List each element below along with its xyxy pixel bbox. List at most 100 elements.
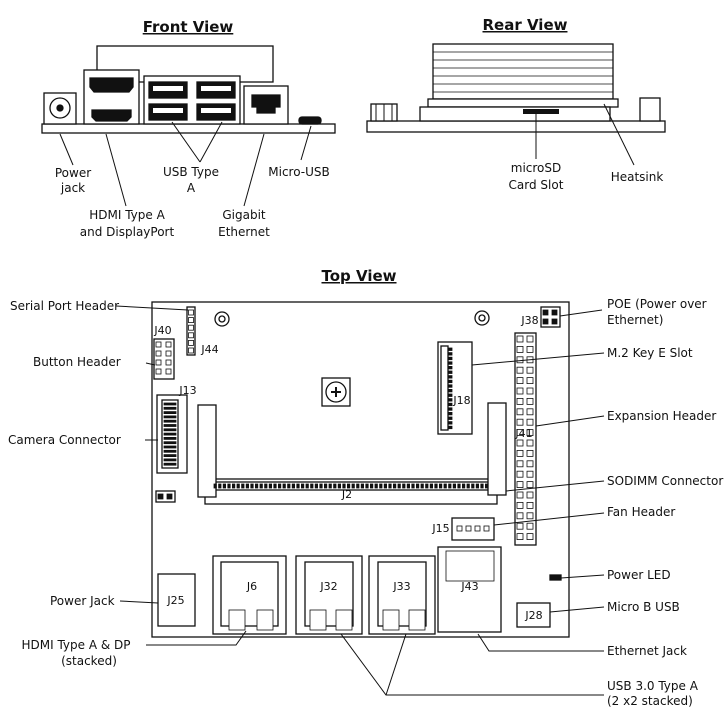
sodimm-contact [241, 483, 245, 489]
rear-labels: microSD Card Slot Heatsink [509, 161, 664, 192]
designator-j41: J41 [514, 427, 532, 440]
expansion-pin [526, 408, 534, 416]
expansion-pin [526, 387, 534, 395]
expansion-pin [516, 418, 524, 426]
expansion-pin [526, 439, 534, 447]
fan-header-pin [483, 525, 490, 532]
expansion-pin [526, 335, 534, 343]
expansion-pin [526, 522, 534, 530]
expansion-pin [516, 377, 524, 385]
m2-contact [447, 416, 453, 420]
expansion-pin [516, 533, 524, 540]
top-view-board [151, 301, 570, 638]
sodimm-contact [448, 483, 452, 489]
sodimm-contact [291, 483, 296, 489]
label-front-hdmi-dp: HDMI Type A [89, 208, 165, 222]
sodimm-contact [342, 483, 346, 489]
sodimm-contact [438, 483, 443, 489]
sodimm-contact [310, 483, 314, 489]
expansion-pin [526, 501, 534, 509]
expansion-pin [516, 387, 524, 395]
sodimm-contact [434, 483, 438, 489]
label-ethernet-jack: Ethernet Jack [607, 644, 687, 658]
expansion-pin [516, 356, 524, 364]
serial-header-pin [188, 339, 194, 346]
expansion-pin [516, 397, 524, 405]
m2-contact [447, 352, 453, 356]
sodimm-contact [425, 483, 429, 489]
micro-b-usb-j28 [516, 602, 551, 628]
expansion-pin [526, 377, 534, 385]
component-designators: J40 J44 J13 J18 J38 J41 J2 J15 J25 J6 J3… [153, 314, 542, 622]
serial-header-j44 [186, 306, 196, 356]
sodimm-latch-right [487, 402, 507, 496]
designator-j40: J40 [153, 324, 171, 337]
usb-tongue [309, 609, 327, 631]
designator-j32: J32 [319, 580, 337, 593]
sodimm-contact [457, 483, 461, 489]
sodimm-contact [277, 483, 282, 489]
m2-contact [447, 375, 453, 379]
m2-contact [447, 388, 453, 393]
power-led [549, 574, 562, 581]
label-micro-b-usb: Micro B USB [607, 600, 680, 614]
label-front-usb-type-a: USB Type [163, 165, 219, 179]
expansion-pin [516, 335, 524, 343]
expansion-pin [526, 491, 534, 499]
front-leader-lines [59, 121, 312, 207]
serial-header-pin [188, 324, 194, 331]
sodimm-contact [213, 483, 217, 489]
sodimm-contact [388, 483, 392, 489]
sodimm-contact [351, 483, 355, 489]
sodimm-contact [406, 483, 411, 489]
camera-contact [163, 458, 177, 462]
sodimm-contact [402, 483, 406, 489]
hdmi-tongue [228, 609, 246, 631]
label-camera-connector: Camera Connector [8, 433, 121, 447]
fan-header-pin [474, 525, 481, 532]
front-board-edge [41, 123, 336, 134]
sodimm-contact [461, 483, 466, 489]
label-front-micro-usb: Micro-USB [268, 165, 329, 179]
small-header [155, 490, 176, 503]
expansion-pin [516, 460, 524, 468]
label-rear-microsd: microSD [511, 161, 562, 175]
label-front-power-jack: Power [55, 166, 91, 180]
front-view-title: Front View [143, 18, 234, 36]
sodimm-contact [300, 483, 305, 489]
sodimm-contact [268, 483, 273, 489]
expansion-pin [516, 522, 524, 530]
designator-j13: J13 [178, 384, 196, 397]
button-header-pin [155, 359, 162, 366]
label-hdmi-dp-line2: (stacked) [61, 654, 117, 668]
rear-microsd-slot [523, 109, 559, 114]
serial-header-pin [188, 332, 194, 339]
camera-contact [163, 406, 177, 410]
label-serial-port-header: Serial Port Header [10, 299, 119, 313]
sodimm-contact [333, 483, 337, 489]
sodimm-contact [392, 483, 397, 489]
camera-contact [163, 445, 177, 449]
sodimm-contact [328, 483, 332, 489]
serial-header-pin [188, 317, 194, 324]
m2-contact [447, 411, 453, 416]
sodimm-contact [397, 483, 401, 489]
front-labels: Power jack HDMI Type A and DisplayPort U… [55, 165, 330, 239]
sodimm-contact [415, 483, 420, 489]
sodimm-contact [452, 483, 457, 489]
camera-contact [163, 402, 177, 406]
label-sodimm-connector: SODIMM Connector [607, 474, 723, 488]
sodimm-contact [356, 483, 360, 489]
rear-leader-lines [535, 103, 635, 166]
sodimm-contact [218, 483, 222, 489]
sodimm-contact [365, 483, 369, 489]
camera-contact [163, 436, 177, 440]
label-front-power-jack-line2: jack [60, 181, 85, 195]
m2-contact [447, 361, 453, 365]
sodimm-contact [273, 483, 277, 489]
sodimm-contact [346, 483, 351, 489]
m2-contact [447, 365, 453, 370]
top-left-labels: Serial Port Header Button Header Camera … [8, 299, 131, 668]
